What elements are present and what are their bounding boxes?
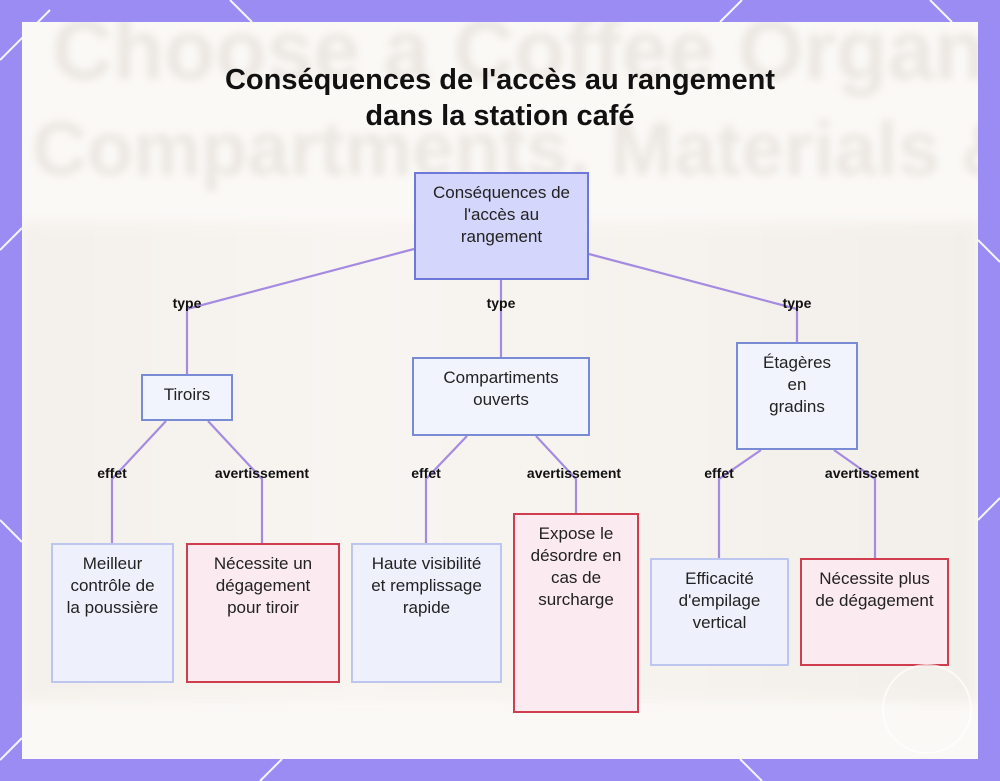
node-compartiments: Compartiments ouverts [412,357,590,436]
edge-root-tiroirs [185,247,415,374]
node-compart-effet: Haute visibilité et remplissage rapide [351,543,502,683]
node-etageres-label: Étagères en gradins [762,353,832,416]
edge-compart-avert [535,435,578,513]
node-tiroirs-label: Tiroirs [163,385,211,404]
node-compartiments-label: Compartiments ouverts [443,368,559,409]
node-etag-avert-label: Nécessite plus de dégagement [815,569,934,610]
edge-label-type-tiroirs: type [172,295,202,311]
node-tiroirs: Tiroirs [141,374,233,421]
edge-root-etageres [588,252,799,342]
edge-compart-effet [424,435,468,543]
watermark-logo-icon [882,664,972,754]
title-line2: dans la station café [365,100,635,132]
edge-label-type-compartiments: type [486,295,516,311]
title-line1: Conséquences de l'accès au rangement [224,64,776,96]
edge-etag-avert [833,449,877,558]
diagram-title: Conséquences de l'accès au rangement dan… [150,62,850,134]
node-tiroirs-effet-label: Meilleur contrôle de la poussière [66,554,159,617]
edge-label-avert-etag: avertissement [824,465,920,481]
node-etageres: Étagères en gradins [736,342,858,450]
edge-label-effet-etag: effet [704,465,734,481]
edge-tiroirs-effet [110,420,167,543]
node-root: Conséquences de l'accès au rangement [414,172,589,280]
node-root-label: Conséquences de l'accès au rangement [432,183,571,246]
node-compart-effet-label: Haute visibilité et remplissage rapide [371,554,482,617]
node-tiroirs-avert-label: Nécessite un dégagement pour tiroir [213,554,313,617]
node-etag-effet-label: Efficacité d'empilage vertical [678,569,761,632]
edge-label-type-etageres: type [782,295,812,311]
edge-label-avert-tiroirs: avertissement [214,465,310,481]
node-etag-avert: Nécessite plus de dégagement [800,558,949,666]
node-compart-avert-label: Expose le désordre en cas de surcharge [530,524,622,609]
background-watermark-line1: Choose a Coffee Organizer [52,22,978,97]
edge-label-avert-compart: avertissement [526,465,622,481]
node-tiroirs-effet: Meilleur contrôle de la poussière [51,543,174,683]
edge-label-effet-compart: effet [411,465,441,481]
edge-label-effet-tiroirs: effet [97,465,127,481]
edge-tiroirs-avert [207,420,264,543]
edge-etag-effet [717,449,762,558]
node-tiroirs-avert: Nécessite un dégagement pour tiroir [186,543,340,683]
node-compart-avert: Expose le désordre en cas de surcharge [513,513,639,713]
node-etag-effet: Efficacité d'empilage vertical [650,558,789,666]
